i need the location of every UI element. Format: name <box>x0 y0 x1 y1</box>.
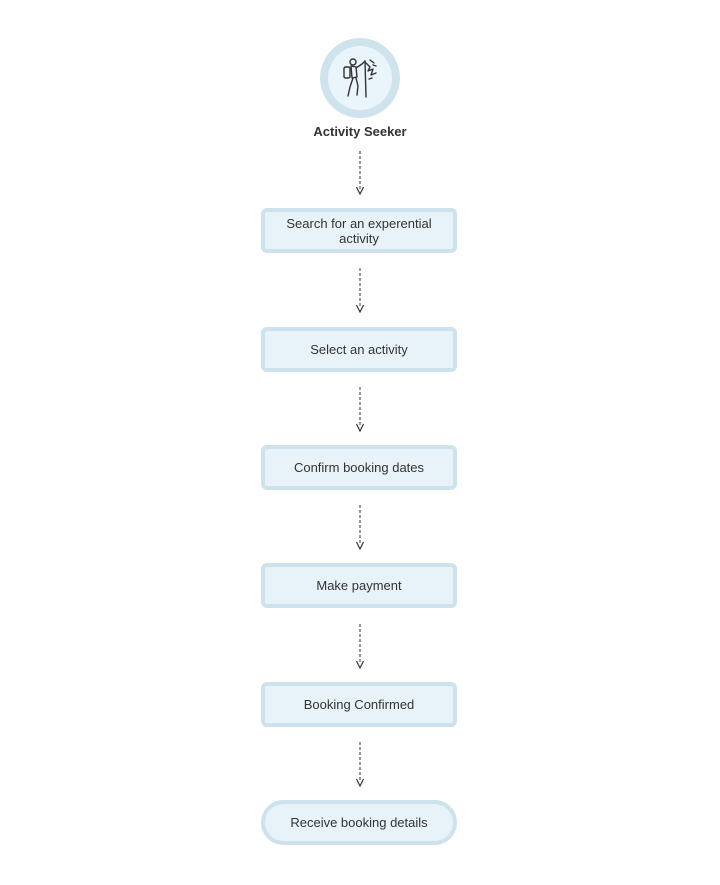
step-label: Select an activity <box>310 342 408 357</box>
hiker-climbing-icon <box>343 58 377 98</box>
connector-arrow <box>355 387 365 432</box>
connector-arrow <box>355 268 365 313</box>
actor-avatar <box>320 38 400 118</box>
actor-label: Activity Seeker <box>313 124 407 139</box>
connector-arrow <box>355 742 365 787</box>
step-receive-details: Receive booking details <box>261 800 457 845</box>
step-booking-confirmed: Booking Confirmed <box>261 682 457 727</box>
step-make-payment: Make payment <box>261 563 457 608</box>
connector-arrow <box>355 505 365 550</box>
step-label: Make payment <box>316 578 402 593</box>
connector-arrow <box>355 151 365 195</box>
step-select-activity: Select an activity <box>261 327 457 372</box>
step-label: Search for an experential activity <box>286 215 432 246</box>
step-confirm-dates: Confirm booking dates <box>261 445 457 490</box>
step-label: Receive booking details <box>290 815 428 830</box>
step-label: Booking Confirmed <box>303 697 415 712</box>
step-label: Confirm booking dates <box>293 460 425 475</box>
step-search-activity: Search for an experential activity <box>261 208 457 253</box>
connector-arrow <box>355 624 365 669</box>
